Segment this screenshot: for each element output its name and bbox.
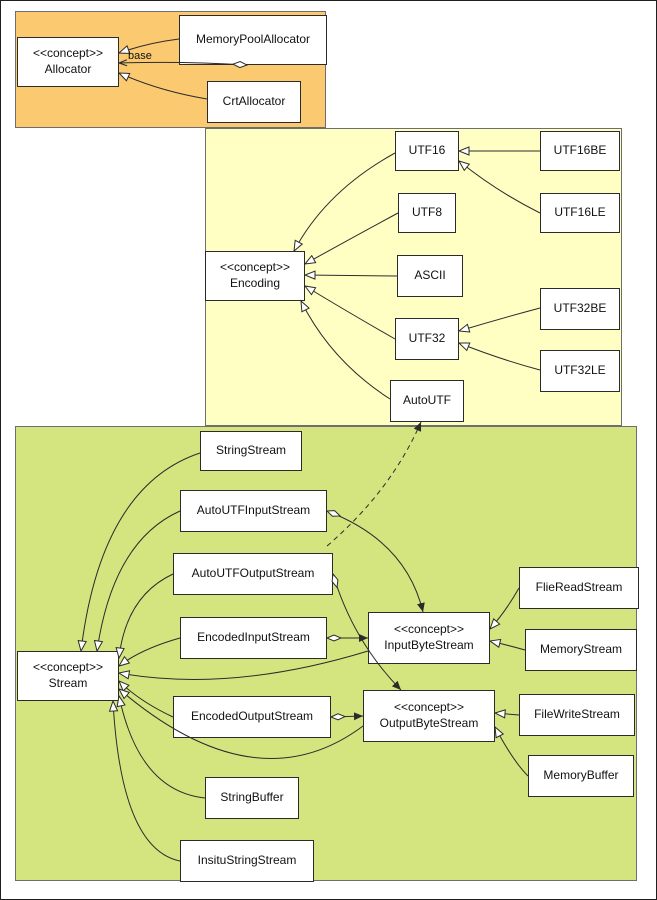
node-encoding-label: Encoding [229, 276, 281, 290]
node-utf8: UTF8 [398, 193, 456, 233]
node-encoding: <<concept>> Encoding [205, 251, 305, 301]
node-encoded-input-stream: EncodedInputStream [180, 617, 327, 659]
node-autoutf: AutoUTF [390, 380, 464, 422]
node-stream-label: Stream [48, 676, 88, 690]
node-output-byte-stream-label: OutputByteStream [379, 716, 479, 730]
node-utf16le-label: UTF16LE [554, 205, 606, 220]
node-memory-stream: MemoryStream [525, 629, 637, 671]
node-utf32le-label: UTF32LE [554, 363, 606, 378]
node-autoutf-input-stream-label: AutoUTFInputStream [196, 503, 311, 518]
node-memory-buffer-label: MemoryBuffer [543, 768, 619, 783]
node-flie-read-stream-label: FlieReadStream [535, 580, 623, 595]
node-utf32le: UTF32LE [540, 350, 620, 392]
node-output-byte-stream-stereotype: <<concept>> [393, 700, 465, 715]
node-encoded-output-stream-label: EncodedOutputStream [190, 709, 314, 724]
node-file-write-stream-label: FileWriteStream [534, 707, 620, 722]
node-encoded-output-stream: EncodedOutputStream [173, 696, 331, 738]
node-allocator-label: Allocator [44, 62, 92, 76]
node-autoutf-output-stream: AutoUTFOutputStream [173, 553, 333, 595]
node-insitu-string-stream: InsituStringStream [180, 840, 314, 882]
node-encoded-input-stream-label: EncodedInputStream [197, 630, 310, 645]
node-crt-allocator-label: CrtAllocator [222, 94, 286, 109]
node-autoutf-input-stream: AutoUTFInputStream [180, 490, 327, 532]
node-utf16le: UTF16LE [540, 193, 620, 233]
node-ascii: ASCII [397, 255, 463, 297]
node-utf16be-label: UTF16BE [553, 143, 607, 158]
node-encoding-stereotype: <<concept>> [219, 260, 291, 275]
node-utf16: UTF16 [395, 131, 459, 171]
node-memory-pool-allocator-label: MemoryPoolAllocator [195, 32, 311, 47]
node-input-byte-stream-label: InputByteStream [384, 638, 474, 652]
node-insitu-string-stream-label: InsituStringStream [197, 853, 297, 868]
node-autoutf-label: AutoUTF [402, 393, 451, 408]
node-stream-stereotype: <<concept>> [32, 660, 104, 675]
node-input-byte-stream-stereotype: <<concept>> [393, 622, 465, 637]
node-crt-allocator: CrtAllocator [207, 81, 301, 123]
node-string-stream-label: StringStream [215, 443, 287, 458]
node-utf16-label: UTF16 [408, 143, 446, 158]
node-memory-stream-label: MemoryStream [539, 642, 622, 657]
node-string-stream: StringStream [200, 431, 302, 471]
node-utf8-label: UTF8 [412, 205, 442, 220]
node-flie-read-stream: FlieReadStream [519, 567, 639, 609]
node-utf16be: UTF16BE [540, 131, 620, 171]
node-ascii-label: ASCII [414, 268, 446, 283]
node-file-write-stream: FileWriteStream [519, 694, 635, 736]
node-autoutf-output-stream-label: AutoUTFOutputStream [191, 566, 315, 581]
node-allocator-stereotype: <<concept>> [32, 46, 104, 61]
node-utf32be-label: UTF32BE [553, 301, 607, 316]
node-memory-pool-allocator: MemoryPoolAllocator [179, 15, 327, 65]
node-utf32be: UTF32BE [540, 288, 620, 330]
node-input-byte-stream: <<concept>> InputByteStream [368, 612, 490, 664]
node-utf32: UTF32 [395, 318, 459, 360]
node-utf32-label: UTF32 [408, 331, 446, 346]
node-string-buffer: StringBuffer [205, 777, 299, 819]
node-memory-buffer: MemoryBuffer [528, 755, 634, 797]
node-string-buffer-label: StringBuffer [220, 790, 284, 805]
node-output-byte-stream: <<concept>> OutputByteStream [363, 690, 495, 742]
node-allocator: <<concept>> Allocator [17, 37, 119, 87]
node-stream: <<concept>> Stream [17, 651, 119, 701]
